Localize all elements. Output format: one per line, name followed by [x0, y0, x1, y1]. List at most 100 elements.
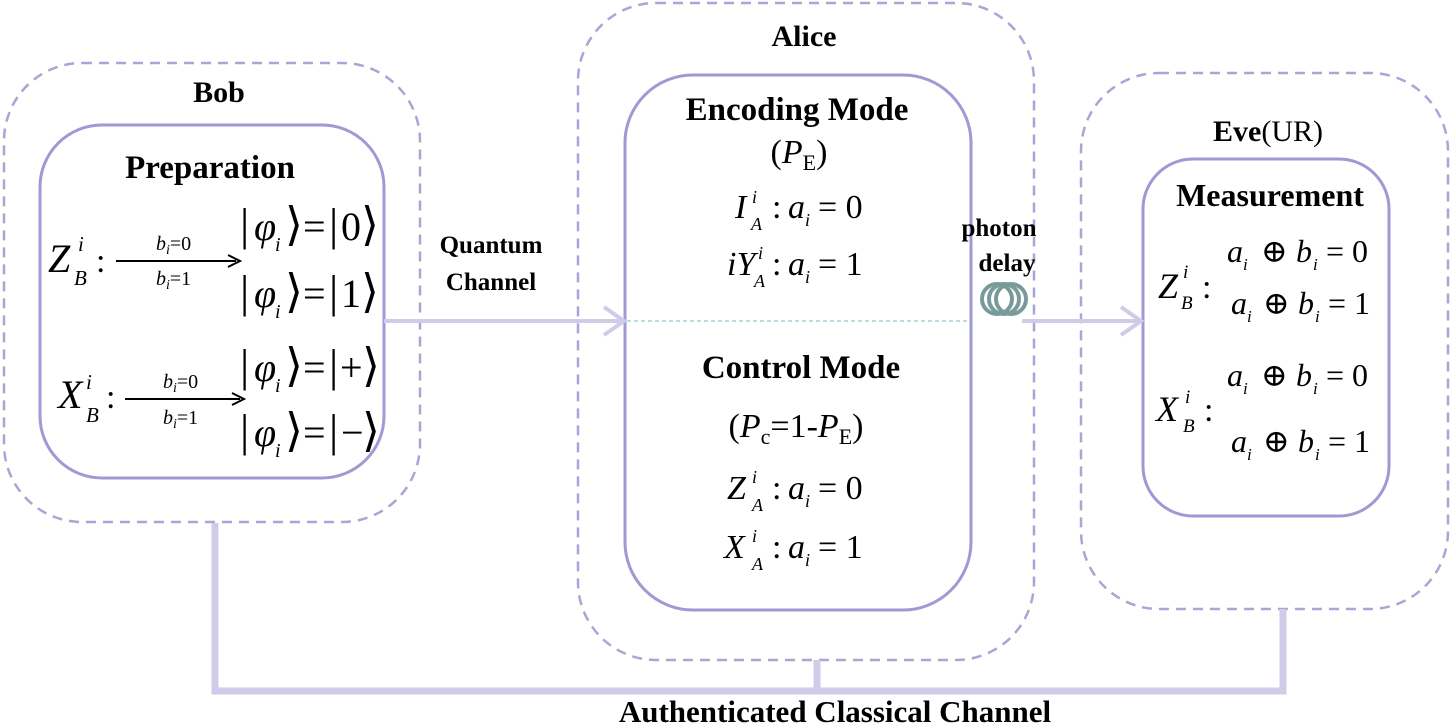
- svg-text:i: i: [1183, 262, 1188, 283]
- svg-text:i: i: [1313, 255, 1318, 274]
- svg-text:iY: iY: [727, 246, 758, 283]
- svg-text:⟩: ⟩: [285, 199, 303, 250]
- svg-text:= 0: = 0: [818, 189, 863, 226]
- svg-text:⟩: ⟩: [362, 405, 380, 456]
- svg-text:bi=0: bi=0: [163, 371, 198, 396]
- photon-delay-label-line2: delay: [979, 250, 1036, 277]
- measurement-title: Measurement: [1176, 177, 1364, 213]
- svg-text:−: −: [341, 410, 364, 455]
- svg-text:a: a: [788, 189, 805, 226]
- svg-text:=: =: [303, 204, 326, 249]
- svg-text:i: i: [1315, 307, 1320, 326]
- svg-text:⟩: ⟩: [285, 266, 303, 317]
- photon-delay-label-line1: photon: [961, 215, 1036, 242]
- svg-text:|: |: [329, 266, 338, 317]
- eve-z-basis: Z i B :: [1158, 262, 1211, 314]
- svg-text:= 1: = 1: [1328, 423, 1370, 459]
- svg-text:B: B: [86, 403, 99, 427]
- svg-text:⟩: ⟩: [361, 199, 379, 250]
- eve-x-outcome-1: a i ⊕ b i = 1: [1231, 423, 1370, 464]
- svg-text:X: X: [1154, 389, 1180, 429]
- svg-text:=: =: [303, 345, 326, 390]
- svg-text:i: i: [1185, 387, 1190, 408]
- svg-text:φ: φ: [254, 345, 276, 390]
- svg-text:Z: Z: [48, 236, 71, 281]
- svg-text:b: b: [1298, 285, 1314, 321]
- eve-z-outcome-1: a i ⊕ b i = 1: [1231, 285, 1370, 326]
- svg-text:⟩: ⟩: [285, 340, 303, 391]
- alice-title: Alice: [772, 20, 837, 53]
- svg-text:|: |: [240, 405, 249, 456]
- svg-text:φ: φ: [254, 204, 276, 249]
- svg-text:a: a: [788, 246, 805, 283]
- eve-z-outcome-0: a i ⊕ b i = 0: [1227, 233, 1368, 274]
- svg-text:|: |: [240, 266, 249, 317]
- svg-text:bi=1: bi=1: [163, 407, 198, 432]
- svg-text:B: B: [1181, 293, 1193, 314]
- svg-text:A: A: [751, 554, 764, 574]
- svg-text:=: =: [303, 271, 326, 316]
- svg-text:i: i: [1243, 379, 1248, 398]
- svg-text::: :: [772, 529, 781, 566]
- svg-text:bi=1: bi=1: [156, 268, 191, 293]
- photon-delay-icon: [980, 282, 1028, 316]
- svg-text:I: I: [734, 189, 748, 226]
- eve-outer-frame: [1079, 71, 1450, 611]
- svg-text:= 1: = 1: [818, 529, 863, 566]
- svg-text:|: |: [329, 199, 338, 250]
- svg-text::: :: [772, 246, 781, 283]
- svg-text:i: i: [805, 550, 810, 570]
- svg-text:a: a: [788, 470, 805, 507]
- svg-text::: :: [1202, 269, 1211, 306]
- svg-text:B: B: [1183, 416, 1195, 437]
- eve-x-basis: X i B :: [1154, 387, 1213, 437]
- quantum-channel-arrow: [384, 305, 628, 337]
- svg-text:A: A: [751, 495, 764, 515]
- svg-text:i: i: [1243, 255, 1248, 274]
- svg-text:b: b: [1298, 423, 1314, 459]
- alice-operation-identity: I i A : a i = 0: [734, 187, 863, 234]
- svg-text:⊕: ⊕: [1263, 423, 1290, 459]
- eve-x-outcome-0: a i ⊕ b i = 0: [1227, 357, 1368, 398]
- svg-text:|: |: [329, 405, 338, 456]
- svg-text:= 0: = 0: [818, 470, 863, 507]
- bob-x-state-minus: | φ i ⟩ = | − ⟩: [240, 405, 380, 462]
- svg-text:X: X: [56, 372, 84, 417]
- svg-text:⟩: ⟩: [362, 340, 380, 391]
- svg-text:φ: φ: [254, 271, 276, 316]
- svg-text:a: a: [1231, 423, 1247, 459]
- svg-text:i: i: [758, 243, 763, 263]
- svg-text:i: i: [805, 210, 810, 230]
- preparation-title: Preparation: [125, 150, 295, 186]
- svg-text:i: i: [752, 526, 757, 546]
- bob-z-basis: Z i B : bi=0 bi=1: [48, 232, 243, 293]
- svg-text:a: a: [1231, 285, 1247, 321]
- eve-channel-arrow: [1022, 305, 1145, 337]
- svg-text:B: B: [74, 266, 87, 290]
- svg-text:b: b: [1296, 233, 1312, 269]
- svg-text:⊕: ⊕: [1261, 357, 1288, 393]
- svg-text:|: |: [240, 199, 249, 250]
- svg-text:= 1: = 1: [818, 246, 863, 283]
- svg-text:0: 0: [341, 204, 361, 249]
- quantum-channel-label-line1: Quantum: [440, 232, 543, 259]
- svg-text::: :: [96, 243, 105, 280]
- svg-text:= 1: = 1: [1328, 285, 1370, 321]
- control-mode-probability: (Pc=1-PE): [729, 408, 864, 449]
- svg-text:⊕: ⊕: [1263, 285, 1290, 321]
- bob-title: Bob: [193, 76, 245, 109]
- svg-text:+: +: [340, 345, 363, 390]
- bob-x-basis: X i B : bi=0 bi=1: [56, 370, 247, 432]
- svg-text::: :: [1204, 392, 1213, 429]
- svg-text:A: A: [753, 271, 766, 291]
- svg-text:|: |: [329, 340, 338, 391]
- svg-text:i: i: [275, 234, 281, 256]
- svg-text:Z: Z: [1158, 266, 1179, 306]
- svg-text:⊕: ⊕: [1261, 233, 1288, 269]
- svg-text:= 0: = 0: [1326, 357, 1368, 393]
- bob-z-state-1: | φ i ⟩ = | 1 ⟩: [240, 266, 379, 323]
- svg-text:b: b: [1296, 357, 1312, 393]
- alice-operation-iy: iY i A : a i = 1: [727, 243, 863, 291]
- svg-text:i: i: [1315, 445, 1320, 464]
